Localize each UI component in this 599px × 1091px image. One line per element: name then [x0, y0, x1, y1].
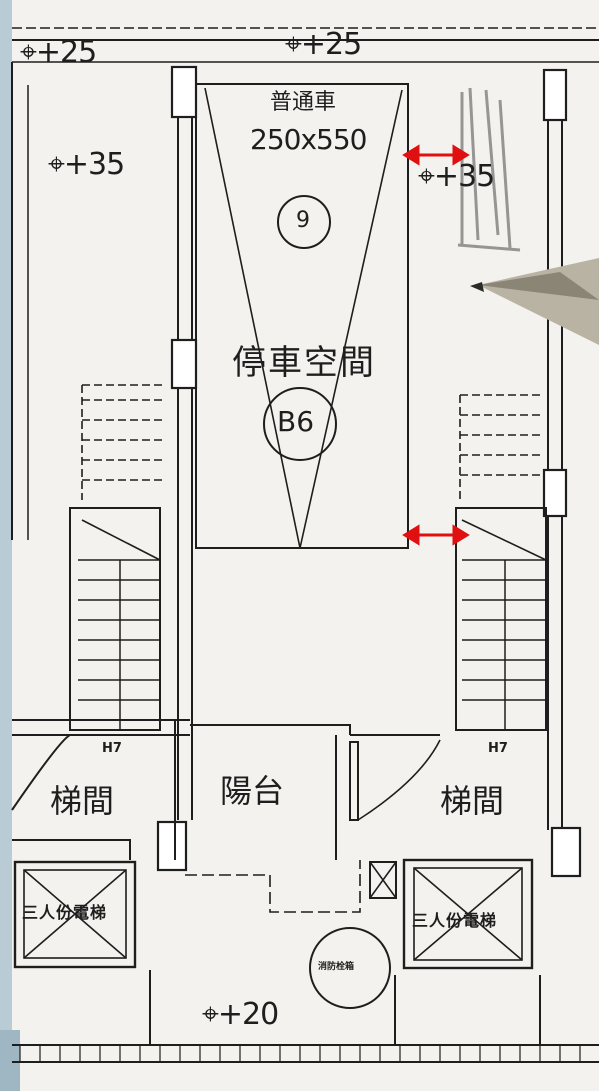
space-code: B6	[277, 405, 315, 438]
stair-mark-right: H7	[488, 741, 508, 756]
plan-linework	[11, 27, 599, 1063]
paper-sheet	[12, 0, 599, 1091]
parking-space-label: 停車空間	[232, 343, 376, 383]
balcony-label: 陽台	[220, 772, 285, 810]
level-top-left: ⌖+25	[20, 35, 97, 70]
elevator-right-label: 三人份電梯	[412, 911, 498, 930]
pencil-sketch	[457, 87, 521, 252]
level-top-center: ⌖+25	[285, 27, 362, 62]
elevator-left-label: 三人份電梯	[22, 903, 108, 922]
red-double-arrow	[402, 524, 470, 546]
level-left: ⌖+35	[48, 147, 125, 182]
parking-type: 普通車	[270, 90, 337, 115]
red-double-arrow	[402, 144, 470, 166]
stair-right-label: 梯間	[440, 782, 505, 820]
stair-mark-left: H7	[102, 741, 122, 756]
fire-box-label: 消防栓箱	[318, 962, 355, 972]
space-number: 9	[296, 208, 310, 233]
level-right: ⌖+35	[418, 159, 495, 194]
level-bottom: ⌖+20	[202, 997, 279, 1032]
stair-left-label: 梯間	[50, 782, 115, 820]
background-corner	[0, 1030, 20, 1091]
pen-icon	[470, 258, 599, 345]
parking-size: 250x550	[250, 123, 367, 156]
